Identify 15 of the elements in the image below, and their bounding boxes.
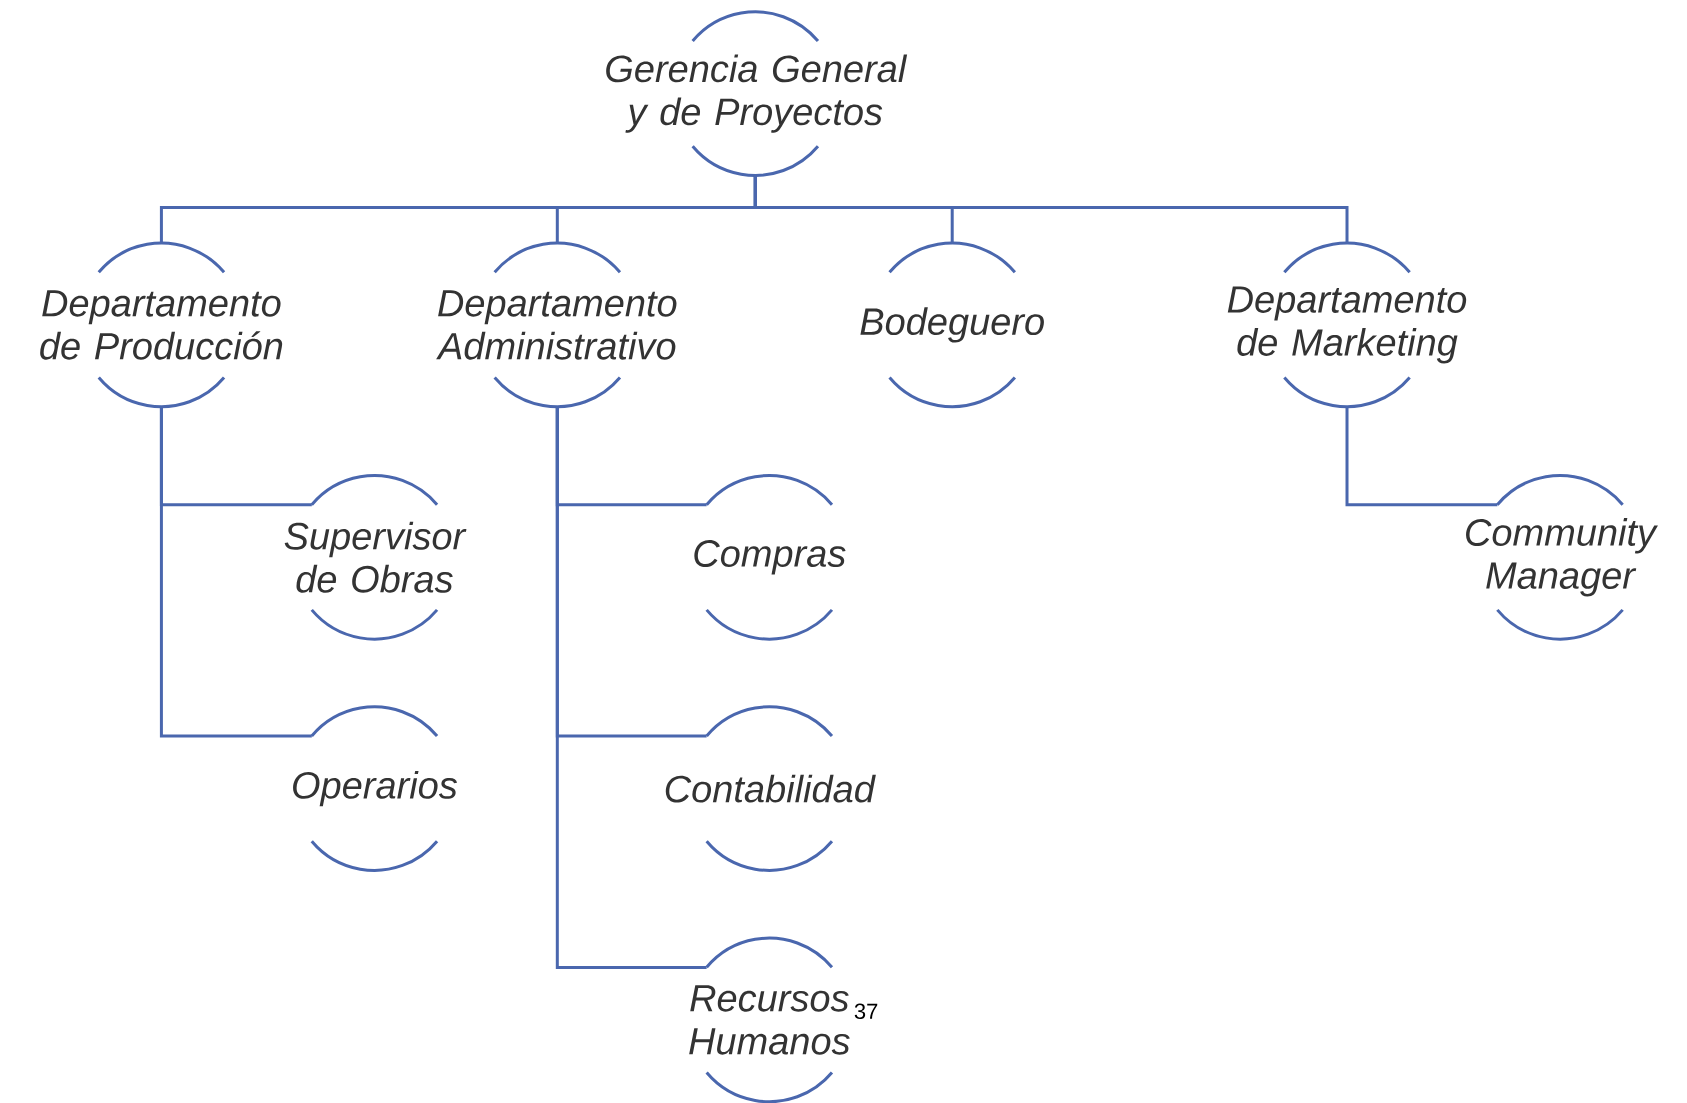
connector-line bbox=[1345, 406, 1498, 507]
org-unit: Recursos Humanos bbox=[689, 936, 850, 1103]
org-unit: Compras bbox=[694, 474, 846, 641]
org-unit: Gerencia General y de Proyectos bbox=[606, 10, 908, 177]
org-unit: Community Manager bbox=[1466, 474, 1658, 641]
connector-line bbox=[159, 406, 312, 738]
org-unit: Bodeguero bbox=[860, 241, 1044, 409]
connector-line bbox=[555, 406, 707, 969]
org-unit: Departamento de Producción bbox=[40, 241, 283, 409]
org-unit: Departamento de Marketing bbox=[1227, 241, 1467, 409]
org-unit: Supervisor de Obras bbox=[284, 474, 467, 641]
org-unit: Contabilidad bbox=[665, 705, 876, 872]
org-unit: Departamento Administrativo bbox=[436, 241, 677, 409]
connector-line bbox=[753, 175, 1349, 244]
org-unit: Operarios bbox=[293, 705, 458, 872]
